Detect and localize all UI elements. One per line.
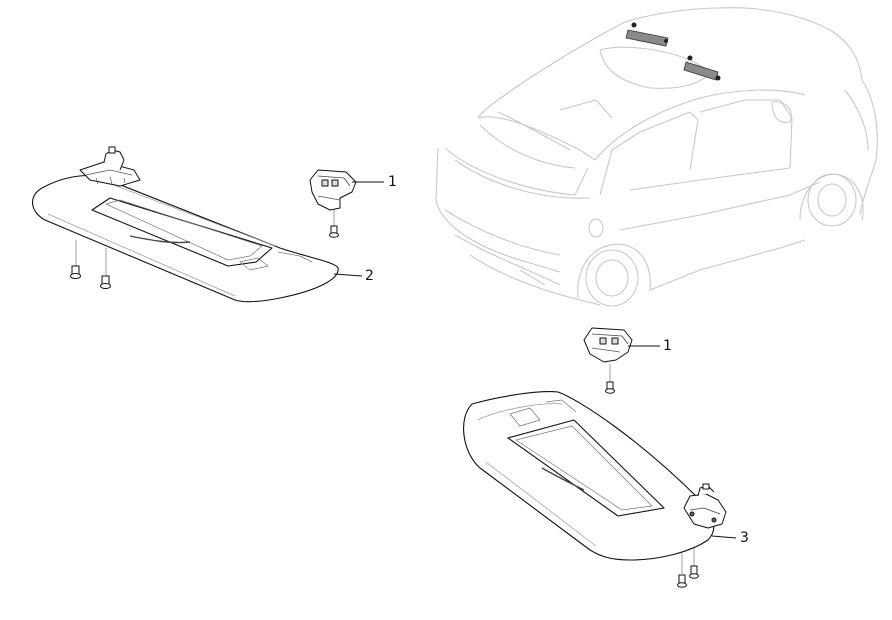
callout-clip-lower: 1	[663, 338, 672, 354]
callout-left-visor: 2	[365, 268, 374, 284]
callout-leaders	[333, 181, 737, 539]
callout-clip-upper: 1	[388, 174, 397, 190]
left-visor-pivot-mount	[79, 146, 141, 187]
right-sun-visor	[463, 391, 715, 561]
visor-clip-upper	[309, 169, 357, 238]
callout-right-visor: 3	[740, 530, 749, 546]
left-sun-visor	[32, 174, 339, 303]
visor-clip-lower	[583, 327, 633, 394]
vehicle-ghost-outline	[435, 7, 878, 307]
vehicle-visor-mounts-highlight	[625, 22, 721, 81]
right-visor-screws	[677, 548, 699, 588]
left-visor-screws	[70, 240, 111, 289]
right-visor-pivot-mount	[683, 483, 727, 529]
